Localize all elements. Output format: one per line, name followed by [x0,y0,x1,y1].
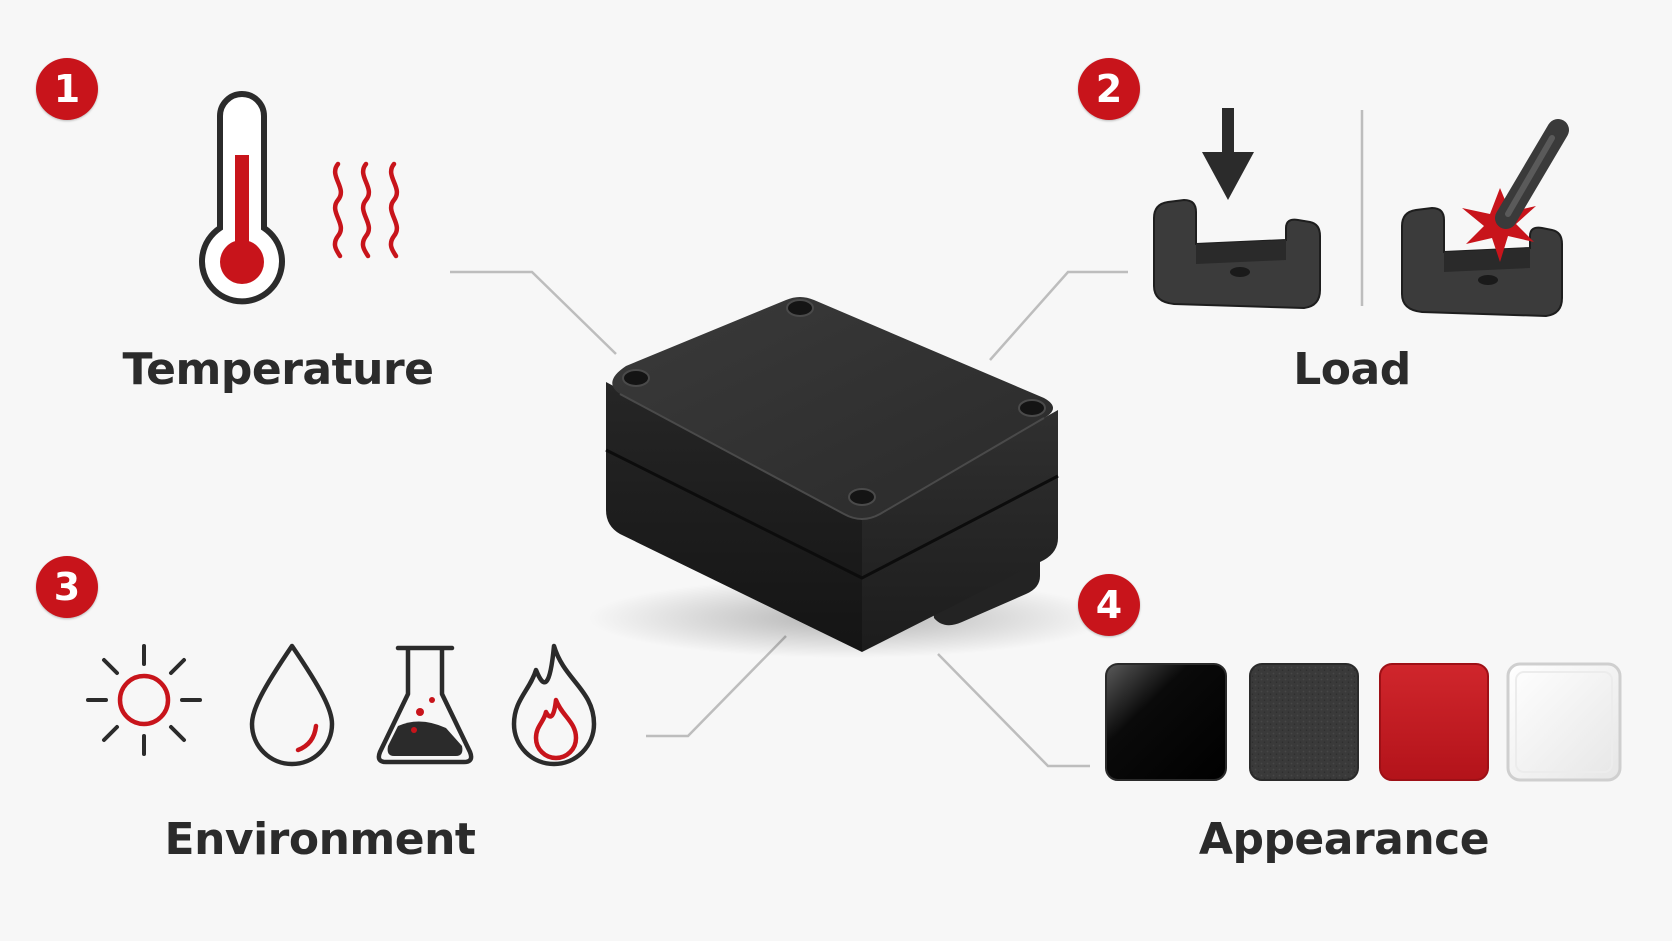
badge-2: 2 [1078,58,1140,120]
connector-load [989,270,1128,361]
flame-icon [511,643,597,767]
badge-1: 1 [36,58,98,120]
connector-appearance [937,653,1090,768]
connector-environment [646,635,787,738]
enclosure-box [588,297,1108,658]
impact-load-icon [1401,119,1569,318]
label-load: Load [1293,344,1411,395]
label-environment: Environment [164,814,476,865]
appearance-swatches [1105,662,1622,782]
badge-4: 4 [1078,574,1140,636]
connector-lines [450,270,1128,768]
thermometer-icon [199,91,285,305]
chemical-flask-icon [376,645,474,765]
connector-temperature [450,270,617,355]
water-drop-icon [249,643,335,767]
label-appearance: Appearance [1198,814,1490,865]
glossy-black-swatch [1105,663,1227,781]
heat-waves-icon [332,161,400,259]
sun-uv-icon [86,644,202,756]
badge-3: 3 [36,556,98,618]
downward-load-icon [1153,108,1321,310]
red-swatch [1379,663,1489,781]
label-temperature: Temperature [122,344,435,395]
textured-black-swatch [1249,663,1359,781]
clear-swatch [1506,662,1622,782]
